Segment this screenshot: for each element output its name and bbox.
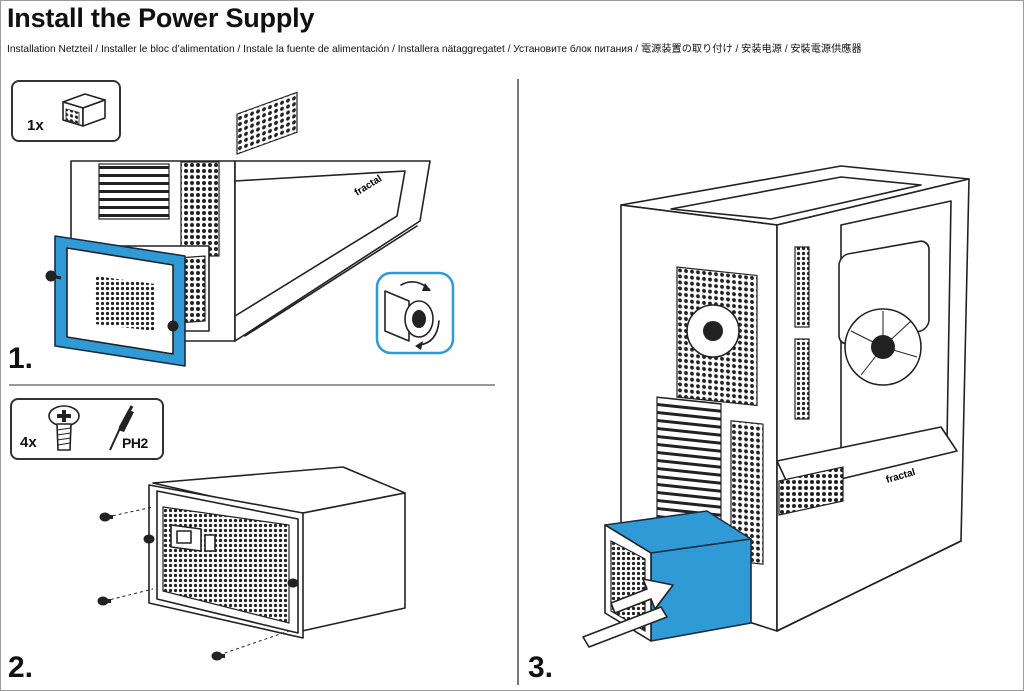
screwdriver-icon — [109, 405, 134, 451]
step-2-quantity: 4x — [20, 434, 37, 451]
page-title: Install the Power Supply — [7, 3, 315, 33]
step-3-number: 3. — [528, 651, 554, 684]
step-2-kit-box: 4x PH2 — [10, 398, 164, 460]
screw-icon — [287, 578, 299, 588]
horizontal-divider — [9, 384, 495, 386]
screw-icon — [143, 534, 155, 544]
case-psu-installed-illustration: fractal — [582, 165, 970, 648]
psu-mounting-illustration — [97, 466, 406, 661]
power-supply-icon — [62, 93, 106, 127]
screw-icon — [97, 588, 154, 606]
step-1-kit-box: 1x — [11, 80, 121, 142]
screwdriver-size-label: PH2 — [122, 435, 148, 451]
screw-icon — [48, 405, 80, 451]
vertical-divider — [517, 79, 519, 685]
thumbscrew-detail-callout — [375, 271, 455, 355]
thumbscrew-icon — [167, 320, 179, 332]
screw-icon — [99, 506, 154, 522]
step-1-quantity: 1x — [27, 117, 44, 134]
step-1-number: 1. — [8, 342, 34, 375]
step-2-number: 2. — [8, 651, 34, 684]
screw-icon — [211, 630, 290, 661]
case-rear-illustration: fractal — [45, 91, 431, 367]
insert-arrow-icon — [610, 578, 674, 614]
thumbscrew-icon — [45, 270, 62, 282]
page-subtitle-translations: Installation Netzteil / Installer le blo… — [7, 44, 862, 55]
